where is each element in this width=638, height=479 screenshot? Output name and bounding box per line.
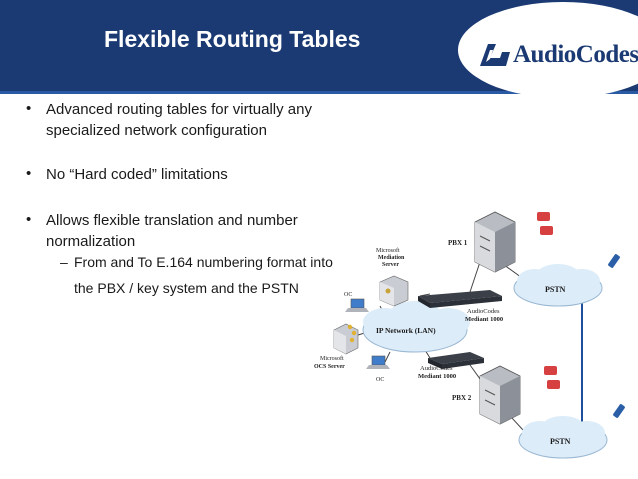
mediant-top-gateway-icon [418, 290, 502, 308]
bullet-2-line-1: No “Hard coded” limitations [46, 166, 228, 183]
ocs-server-label-2: OCS Server [314, 364, 345, 370]
bullet-1-line-2: specialized network configuration [46, 122, 267, 139]
bullet-3-line-1: Allows flexible translation and number [46, 212, 298, 229]
slide-title: Flexible Routing Tables [104, 26, 361, 52]
ocs-server-icon [333, 323, 359, 355]
oc-bottom-laptop-icon [366, 355, 390, 369]
bullet-1-line-1: Advanced routing tables for virtually an… [46, 101, 312, 118]
mediant-top-label-2: Mediant 1000 [465, 316, 503, 323]
bullet-3-line-2: normalization [46, 233, 136, 250]
pstn-bottom-cloud [518, 416, 608, 459]
pstn-top-label: PSTN [545, 285, 566, 294]
subbullet-line-2: the PBX / key system and the PSTN [74, 280, 299, 296]
pbx1-label: PBX 1 [448, 239, 468, 247]
ocs-server-label-1: Microsoft [320, 355, 344, 362]
phone-icon [544, 366, 560, 389]
lan-cloud [362, 301, 470, 353]
oc-top-laptop-icon [345, 298, 369, 312]
bullet-3: Allows flexible translation and number n… [46, 210, 298, 252]
mediation-server-label-3: Server [382, 262, 399, 268]
mediation-server-icon [379, 275, 409, 307]
lan-label: IP Network (LAN) [376, 326, 436, 335]
subbullet: From and To E.164 numbering format into … [74, 249, 333, 301]
oc-top-label: OC [344, 292, 352, 298]
pstn-bottom-label: PSTN [550, 437, 571, 446]
bullet-marker: • [26, 165, 32, 182]
header-divider [0, 91, 638, 94]
mediant-bottom-label-1: AudioCodes [420, 365, 453, 372]
bullet-marker: • [26, 100, 32, 117]
mediant-bottom-gateway-icon [428, 352, 484, 369]
subbullet-dash: – [60, 254, 68, 270]
pstn-top-cloud [513, 264, 603, 307]
bullet-1: Advanced routing tables for virtually an… [46, 99, 312, 141]
subbullet-line-1: From and To E.164 numbering format into [74, 254, 333, 270]
pbx1-cabinet-icon [474, 211, 516, 273]
audiocodes-logo-icon [480, 44, 510, 66]
mediant-top-label-1: AudioCodes [467, 308, 500, 315]
mediation-server-label-2: Mediation [378, 255, 405, 261]
mobile-phone-icon [608, 254, 620, 268]
logo-wordmark: AudioCodes [513, 41, 638, 68]
bullet-marker: • [26, 211, 32, 228]
mediant-bottom-label-2: Mediant 1000 [418, 373, 456, 380]
mobile-phone-icon [613, 404, 625, 418]
mediation-server-label-1: Microsoft [376, 247, 400, 254]
phone-icon [537, 212, 553, 235]
pbx2-cabinet-icon [479, 365, 521, 425]
bullet-2: No “Hard coded” limitations [46, 164, 228, 185]
pbx2-label: PBX 2 [452, 394, 472, 402]
oc-bottom-label: OC [376, 377, 384, 383]
